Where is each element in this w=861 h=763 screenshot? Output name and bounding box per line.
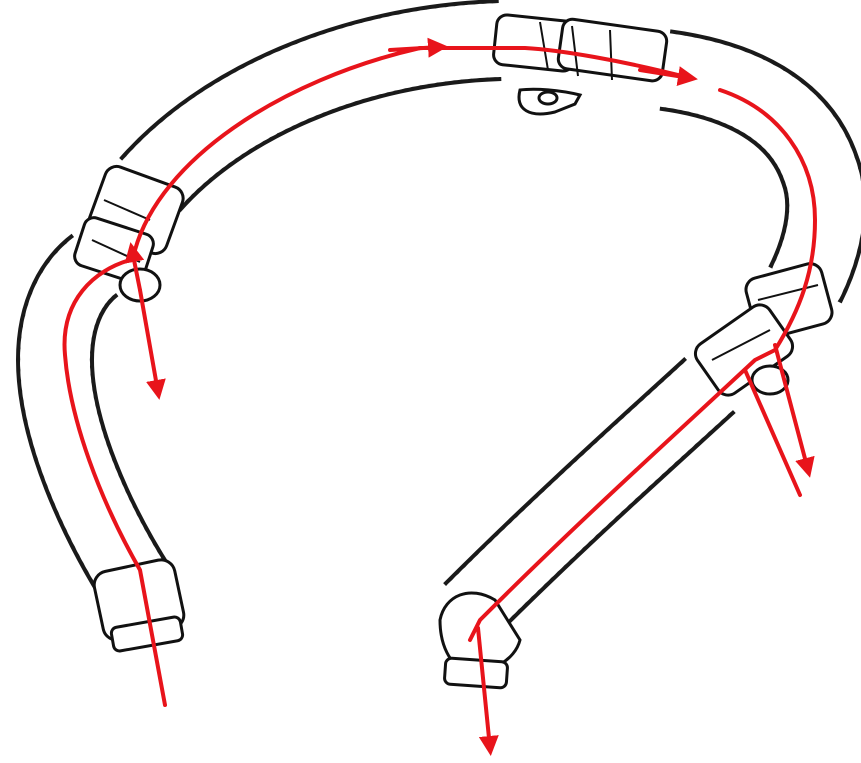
hose-top-left	[150, 40, 500, 185]
right-water-trap-connector	[691, 261, 835, 400]
hose-segments	[55, 40, 826, 610]
flow-arrow-left-trap-down	[140, 290, 158, 392]
hose-right-lower	[470, 385, 710, 610]
y-piece-connector	[493, 14, 668, 114]
